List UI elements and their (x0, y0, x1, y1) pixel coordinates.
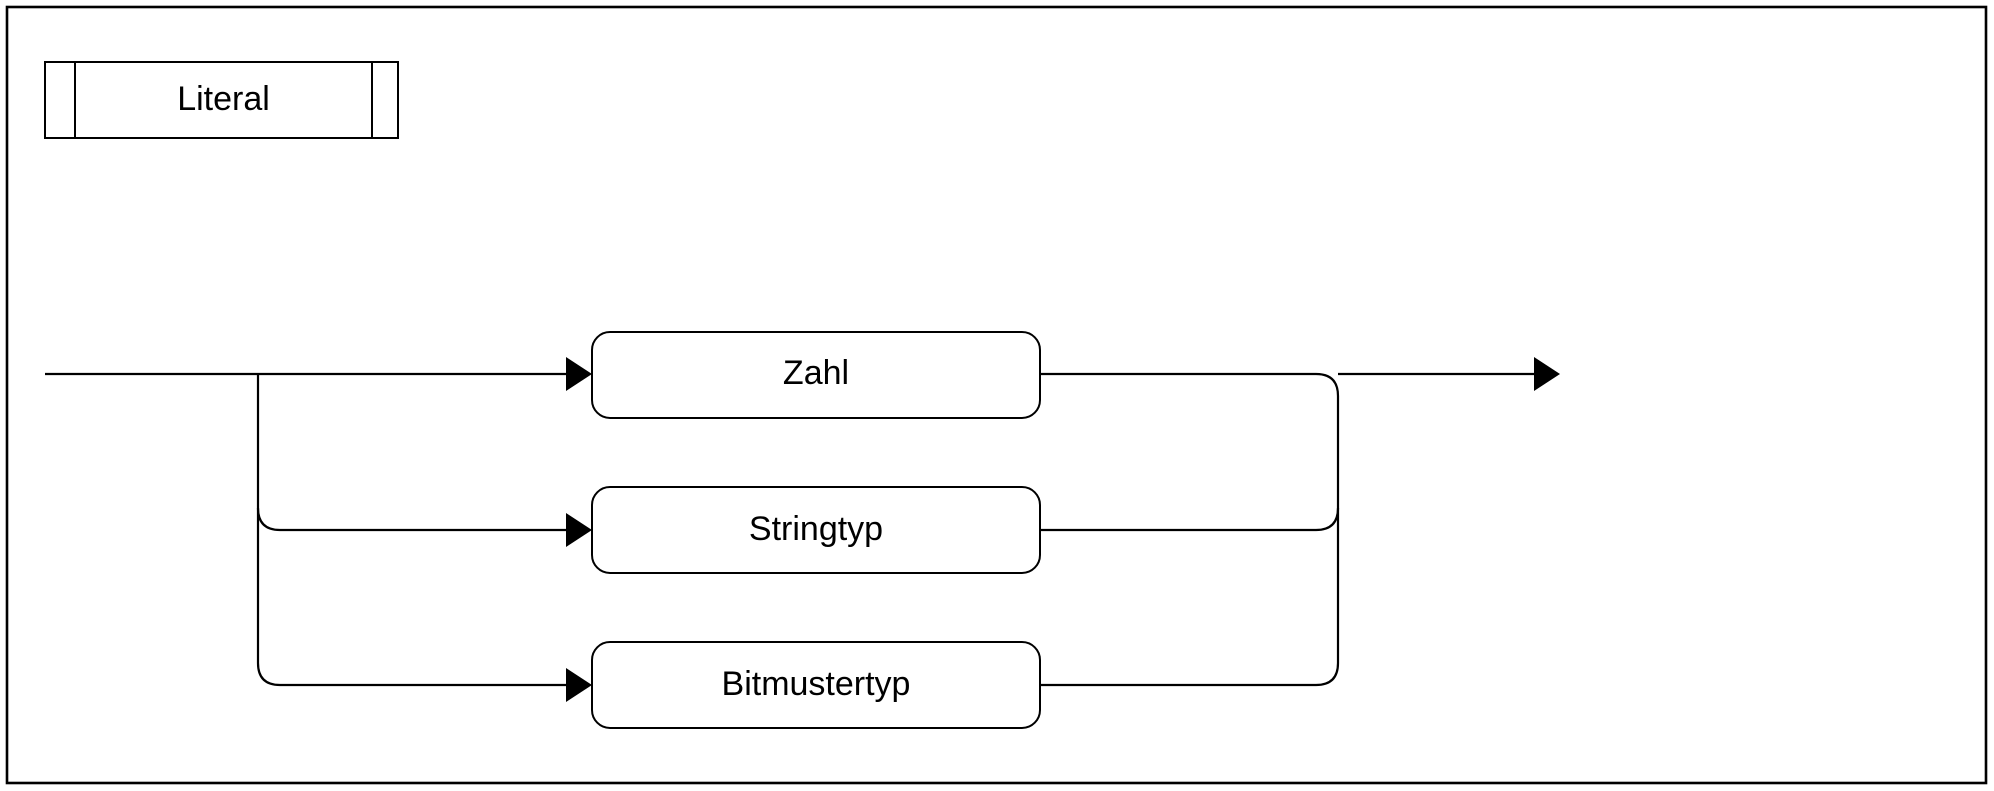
node-box-stringtyp[interactable] (591, 486, 1041, 574)
arrowhead-exit (1534, 357, 1560, 391)
title-box: Literal (44, 61, 399, 139)
rail-layer (45, 357, 1560, 702)
arrowhead-into-stringtyp (566, 513, 592, 547)
rail-merge-in-2 (1040, 662, 1340, 687)
rail-branch-in-2 (256, 662, 566, 687)
rail-main-out (1040, 372, 1340, 397)
node-label-bitmustertyp: Bitmustertyp (722, 665, 911, 703)
rail-branch-in-1 (256, 507, 566, 532)
arrowhead-into-zahl (566, 357, 592, 391)
node-label-zahl: Zahl (783, 354, 849, 392)
rail-merge-in-1 (1040, 507, 1340, 532)
node-box-bitmustertyp[interactable] (591, 641, 1041, 729)
title-label: Literal (177, 80, 270, 118)
arrowhead-into-bitmustertyp (566, 668, 592, 702)
diagram-frame-border (5, 5, 1988, 785)
node-label-stringtyp: Stringtyp (749, 510, 883, 548)
node-box-zahl[interactable] (591, 331, 1041, 419)
title-box-outline (44, 61, 399, 139)
